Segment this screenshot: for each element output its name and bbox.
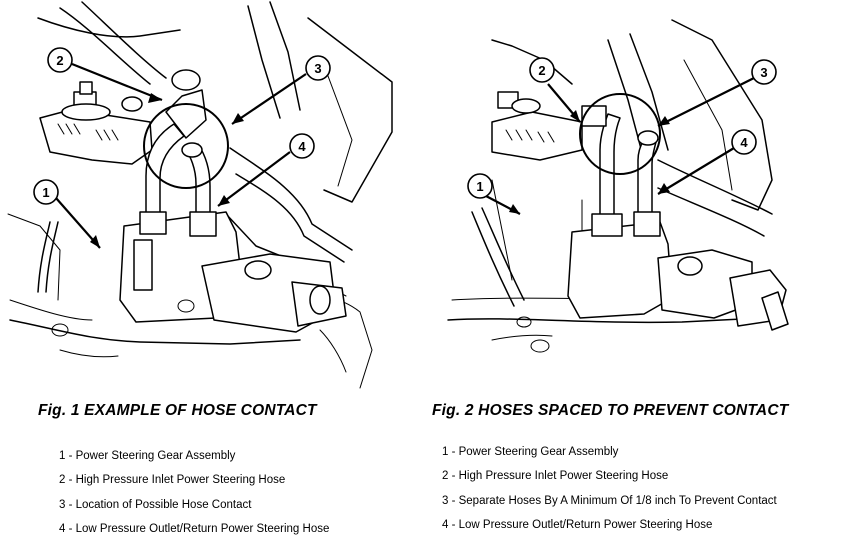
low-pressure-hose: [633, 130, 661, 237]
legend-item: 1 - Power Steering Gear Assembly: [59, 450, 236, 462]
low-pressure-hose: [181, 142, 217, 237]
legend-item: 3 - Separate Hoses By A Minimum Of 1/8 i…: [442, 494, 777, 507]
svg-text:3: 3: [314, 61, 321, 76]
callout-4: 4: [731, 129, 757, 155]
figure-1-illustration: 2 3 4 1: [7, 1, 393, 389]
wiring-harness: [481, 207, 525, 301]
legend-item: 3 - Location of Possible Hose Contact: [59, 498, 252, 511]
leader-arrows: [485, 77, 755, 215]
high-pressure-hose: [139, 69, 207, 235]
wiring-harness: [37, 221, 51, 293]
callout-2: 2: [529, 57, 555, 83]
figure-2-legend: 1 - Power Steering Gear Assembly 2 - Hig…: [442, 440, 777, 537]
figure-2-illustration: 2 3 4 1: [447, 19, 789, 353]
figure-1-caption: Fig. 1 EXAMPLE OF HOSE CONTACT: [38, 402, 317, 419]
hose-spacing-circle: [579, 93, 661, 175]
callout-3: 3: [751, 59, 777, 85]
leader-arrows: [55, 62, 307, 249]
svg-text:2: 2: [56, 53, 63, 68]
legend-item: 2 - High Pressure Inlet Power Steering H…: [59, 474, 286, 487]
mount-bracket: [39, 81, 153, 165]
figure-1: 2 3 4 1 Fig. 1 EXAMPLE OF HOSE CONTACT 1…: [7, 1, 393, 541]
high-pressure-hose: [581, 105, 623, 237]
figure-2-caption: Fig. 2 HOSES SPACED TO PREVENT CONTACT: [432, 402, 789, 419]
svg-text:4: 4: [740, 135, 748, 150]
callout-2: 2: [47, 47, 73, 73]
steering-gear-body: [567, 221, 789, 331]
callout-1: 1: [33, 179, 59, 205]
svg-text:1: 1: [476, 179, 483, 194]
figure-2: 2 3 4 1 Fig. 2 HOSES SPACED TO PREVENT C…: [432, 0, 864, 560]
figure-1-legend: 1 - Power Steering Gear Assembly 2 - Hig…: [59, 444, 329, 541]
mount-bracket: [491, 91, 583, 161]
svg-text:2: 2: [538, 63, 545, 78]
svg-text:4: 4: [298, 139, 306, 154]
steering-gear-body: [119, 211, 347, 333]
legend-item: 4 - Low Pressure Outlet/Return Power Ste…: [442, 518, 713, 531]
callout-1: 1: [467, 173, 493, 199]
hose-contact-circle: [143, 103, 229, 189]
engine-background-lines: [447, 19, 773, 353]
legend-item: 2 - High Pressure Inlet Power Steering H…: [442, 470, 669, 483]
svg-text:3: 3: [760, 65, 767, 80]
legend-item: 4 - Low Pressure Outlet/Return Power Ste…: [59, 522, 330, 535]
callout-4: 4: [289, 133, 315, 159]
svg-text:1: 1: [42, 185, 49, 200]
callout-3: 3: [305, 55, 331, 81]
legend-item: 1 - Power Steering Gear Assembly: [442, 446, 619, 458]
